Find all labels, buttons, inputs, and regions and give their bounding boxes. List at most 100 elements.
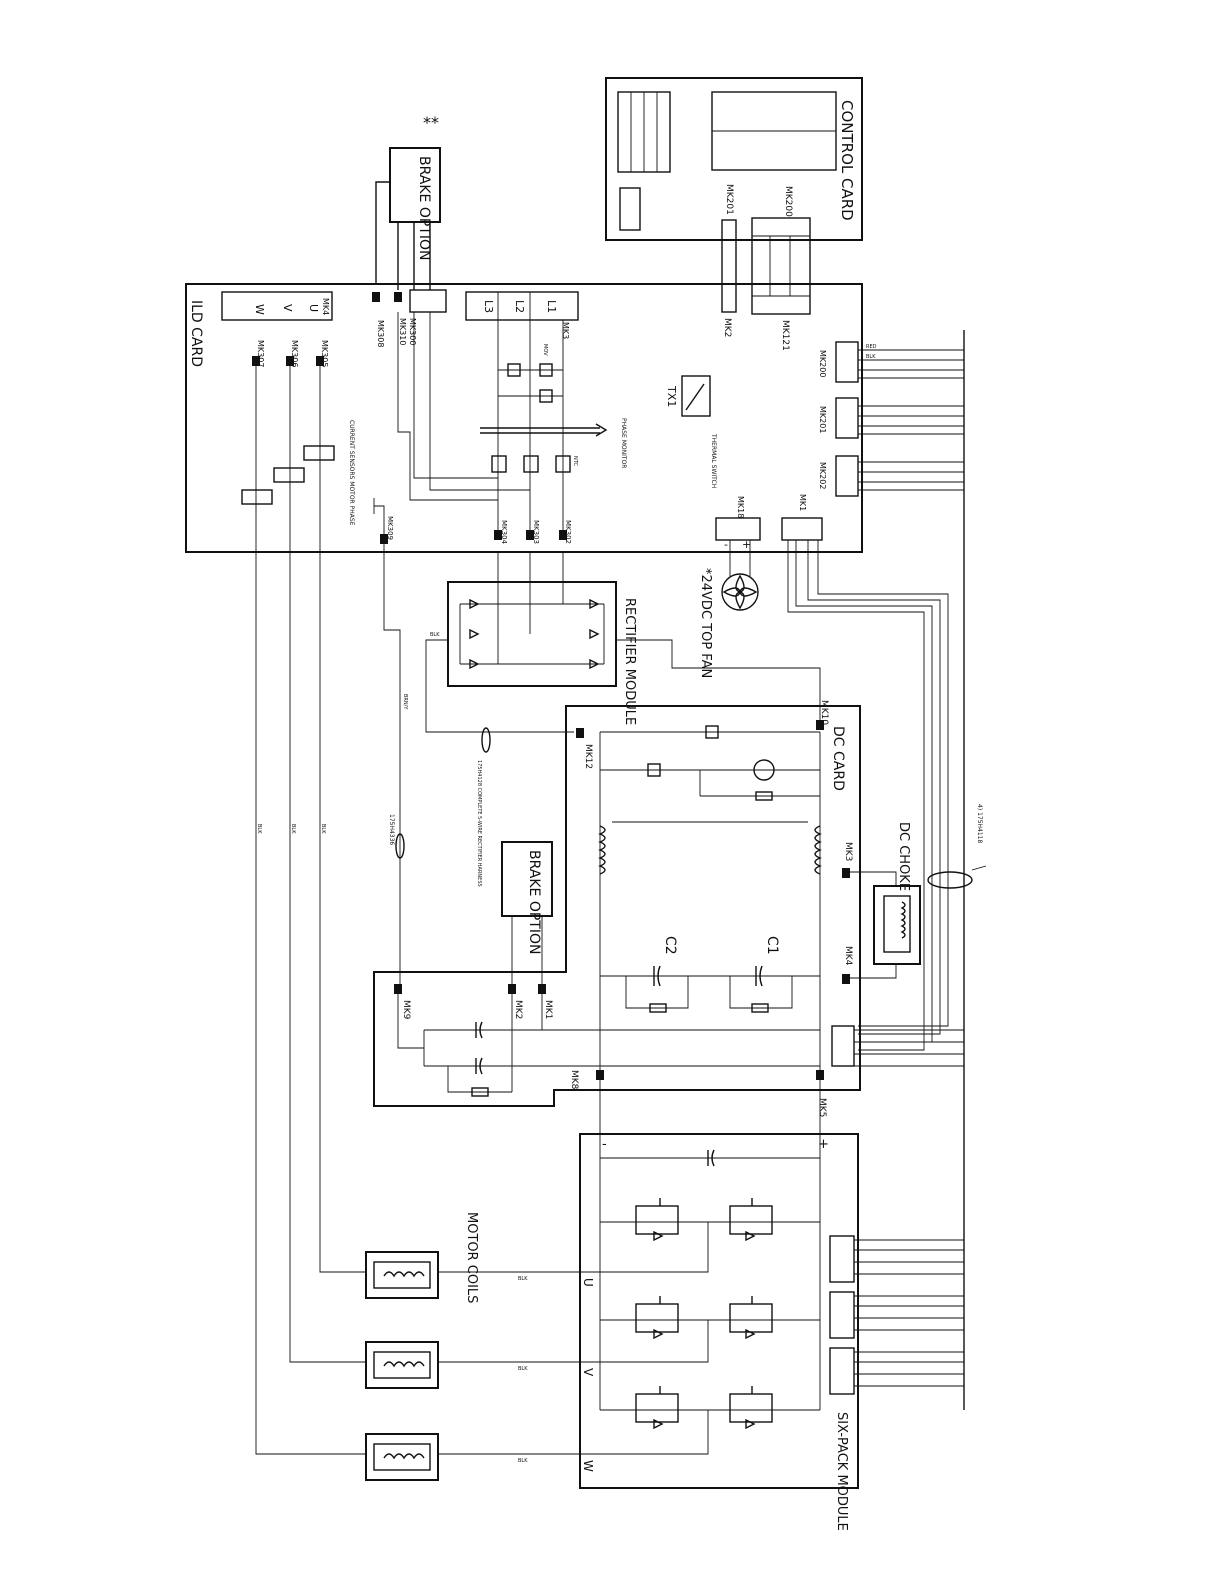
wire-code-blk-coil-v: BLK — [518, 1366, 528, 1372]
v-label: V — [281, 304, 294, 312]
w-out-label: W — [581, 1460, 595, 1472]
top-fan-label: *24VDC TOP FAN — [698, 568, 713, 678]
mk12-label: MK12 — [583, 744, 593, 769]
h175h4118-label: 4) 175H4118 — [976, 804, 983, 843]
six-pack-module-block: SIX-PACK MODULE + - — [579, 1133, 859, 1531]
mk1-ild-label: MK1 — [798, 494, 807, 511]
harness-mk1-dc — [787, 540, 949, 1051]
six-pack-label: SIX-PACK MODULE — [834, 1412, 849, 1531]
wire-code-blk-v: BLK — [290, 824, 296, 834]
brake-option-mid-block: BRAKE OPTION — [501, 841, 553, 984]
mk200-cc-label: MK200 — [783, 186, 793, 217]
mk9-label: MK9 — [401, 1000, 411, 1020]
l2-label: L2 — [513, 300, 526, 313]
ild-card-block: ILD CARD MK3 L1 L2 L3 MK300 MK310 MK308 … — [185, 283, 863, 553]
mk303-label: MK303 — [532, 520, 540, 544]
v-out-label: V — [581, 1368, 595, 1377]
control-card-label: CONTROL CARD — [838, 100, 856, 221]
control-card-block: CONTROL CARD MK200 MK201 — [605, 77, 863, 241]
mk8-label: MK8 — [569, 1070, 579, 1090]
brake-option-mid-label: BRAKE OPTION — [526, 850, 542, 954]
plus-sp-label: + — [818, 1137, 829, 1152]
mk306-label: MK306 — [290, 340, 299, 367]
wire-code-red-1: RED — [866, 344, 877, 350]
mk10-label: MK10 — [819, 700, 829, 725]
mk304-label: MK304 — [500, 520, 508, 545]
mk4-dc-label: MK4 — [843, 946, 853, 966]
wire-code-blk-w: BLK — [256, 824, 262, 834]
mk302-label: MK302 — [564, 520, 572, 544]
brake-option-top-note: ** — [423, 113, 439, 132]
diode-bridge-icon — [469, 598, 600, 670]
brake-option-top-block: BRAKE OPTION ** — [375, 113, 441, 290]
mk300-label: MK300 — [408, 318, 417, 345]
minus-ild-label: - — [724, 538, 728, 551]
l1-label: L1 — [545, 300, 558, 313]
mk121-label: MK121 — [780, 320, 790, 351]
mov-label: MOV — [542, 344, 548, 356]
mk200-ild-label: MK200 — [818, 350, 827, 377]
dc-card-block: DC CARD MK10 MK12 MK3 MK4 C1 C2 — [373, 700, 861, 1117]
igbt-w-icon — [580, 1386, 820, 1455]
motor-phase-wires: BLK BLK BLK — [255, 366, 366, 1455]
rectifier-module-block: RECTIFIER MODULE BLK — [425, 552, 821, 733]
motor-coils-label: MOTOR COILS — [464, 1212, 479, 1303]
motor-coil-u-icon — [365, 1251, 580, 1299]
top-fan-block: *24VDC TOP FAN — [698, 540, 759, 678]
ild-card-label: ILD CARD — [188, 300, 204, 367]
ribbon-cable-mk201 — [721, 219, 737, 313]
ntc-label: NTC — [572, 456, 578, 467]
u-out-label: U — [581, 1278, 595, 1287]
igbt-u-icon — [580, 1198, 820, 1273]
dc-card-label: DC CARD — [830, 726, 846, 791]
motor-coils-block: MOTOR COILS BLK BLK BLK — [365, 1212, 580, 1481]
c2-label: C2 — [662, 936, 678, 955]
wire-code-blk-1: BLK — [866, 354, 876, 360]
u-label: U — [307, 304, 320, 312]
mk1-dc-label: MK1 — [543, 1000, 553, 1019]
ild-right-bus-wires: RED BLK — [858, 330, 965, 1410]
wire-code-blk-2: BLK — [430, 632, 440, 638]
dc-choke-block: DC CHOKE 4) 175H4118 — [850, 804, 987, 979]
c1-label: C1 — [764, 936, 780, 955]
dc-choke-label: DC CHOKE — [896, 822, 911, 891]
l3-label: L3 — [482, 300, 495, 313]
phase-monitor-label: PHASE MONITOR — [620, 418, 627, 468]
rectifier-module-label: RECTIFIER MODULE — [622, 598, 637, 725]
mk308-label: MK308 — [376, 320, 385, 347]
tx1-label: TX1 — [665, 385, 678, 407]
ribbon-cable-mk200 — [751, 217, 811, 315]
current-sensors-label: CURRENT SENSORS MOTOR PHASE — [348, 420, 355, 526]
mk3-dc-label: MK3 — [843, 842, 853, 861]
six-pack-bus-wires — [854, 1029, 964, 1387]
mk310-label: MK310 — [398, 318, 407, 345]
wire-code-blk-coil-w: BLK — [518, 1458, 528, 1464]
wire-code-blk-u: BLK — [320, 824, 326, 834]
mk4-ild-label: MK4 — [321, 298, 330, 315]
h1754336-label: 175H4336 — [388, 814, 395, 845]
minus-sp-label: - — [602, 1137, 607, 1152]
thermal-switch-label: THERMAL SWITCH — [710, 433, 717, 488]
mk202-ild-label: MK202 — [818, 462, 827, 489]
mk18-label: MK18 — [736, 496, 745, 518]
wire-code-blk-coil-u: BLK — [518, 1276, 528, 1282]
motor-coil-w-icon — [365, 1433, 580, 1481]
mk2-dc-label: MK2 — [513, 1000, 523, 1019]
mk307-label: MK307 — [256, 340, 265, 367]
mk309-label: MK309 — [386, 516, 394, 540]
mk305-label: MK305 — [320, 340, 329, 367]
brake-option-top-label: BRAKE OPTION — [416, 156, 432, 260]
motor-coil-v-icon — [365, 1341, 580, 1389]
wire-code-brny: BRN/Y — [402, 694, 408, 710]
mk5-label: MK5 — [817, 1098, 827, 1117]
mk201-cc-label: MK201 — [724, 184, 734, 215]
rect-harness-label: 175H4128 COMPLETE 5-WIRE RECTIFIER HARNE… — [476, 760, 482, 887]
terminal-strip-icon — [630, 92, 658, 172]
w-label: W — [253, 304, 266, 315]
mk3-ild-label: MK3 — [561, 322, 570, 339]
mk201-ild-label: MK201 — [818, 406, 827, 433]
igbt-v-icon — [580, 1296, 820, 1363]
mk2-ild-label: MK2 — [722, 318, 732, 337]
plus-ild-label: + — [742, 538, 751, 551]
